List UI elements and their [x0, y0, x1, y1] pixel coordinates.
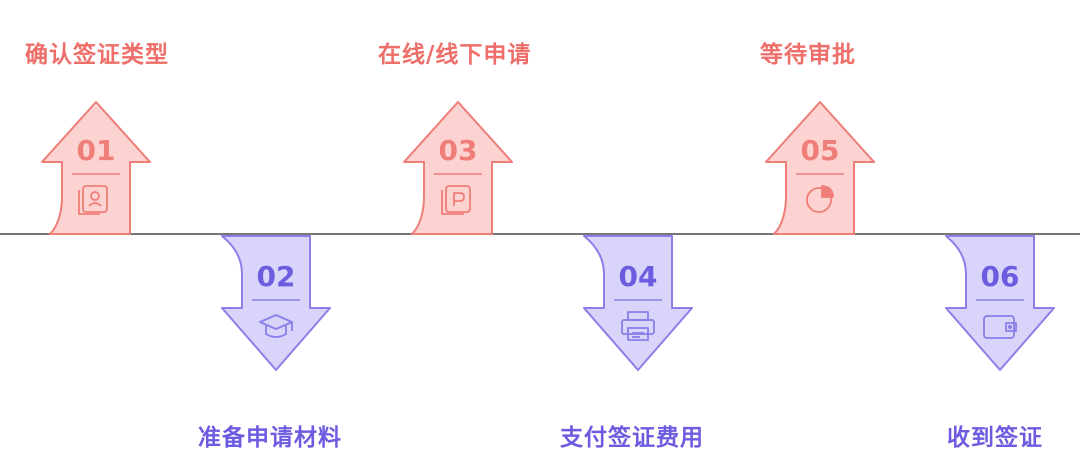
document-p-icon: [441, 185, 471, 215]
step-number-06: 06: [981, 260, 1020, 293]
printer-icon: [621, 311, 655, 341]
timeline-line: [0, 233, 1080, 235]
wallet-icon: [983, 315, 1017, 339]
certificate-icon: [78, 185, 108, 215]
step-label-04: 支付签证费用: [560, 425, 704, 451]
step-label-03: 在线/线下申请: [378, 42, 532, 68]
step-arrow-05: 05: [765, 101, 875, 235]
step-label-01: 确认签证类型: [25, 42, 169, 68]
step-number-01: 01: [77, 134, 116, 167]
step-label-06: 收到签证: [947, 425, 1043, 451]
step-number-02: 02: [257, 260, 296, 293]
step-number-03: 03: [439, 134, 478, 167]
step-number-05: 05: [801, 134, 840, 167]
step-label-05: 等待审批: [760, 42, 856, 68]
step-arrow-02: 02: [221, 235, 331, 371]
step-arrow-04: 04: [583, 235, 693, 371]
pie-chart-icon: [806, 185, 834, 213]
step-label-02: 准备申请材料: [198, 425, 342, 451]
step-arrow-01: 01: [41, 101, 151, 235]
step-number-04: 04: [619, 260, 658, 293]
graduation-cap-icon: [259, 314, 293, 338]
step-arrow-03: 03: [403, 101, 513, 235]
step-arrow-06: 06: [945, 235, 1055, 371]
